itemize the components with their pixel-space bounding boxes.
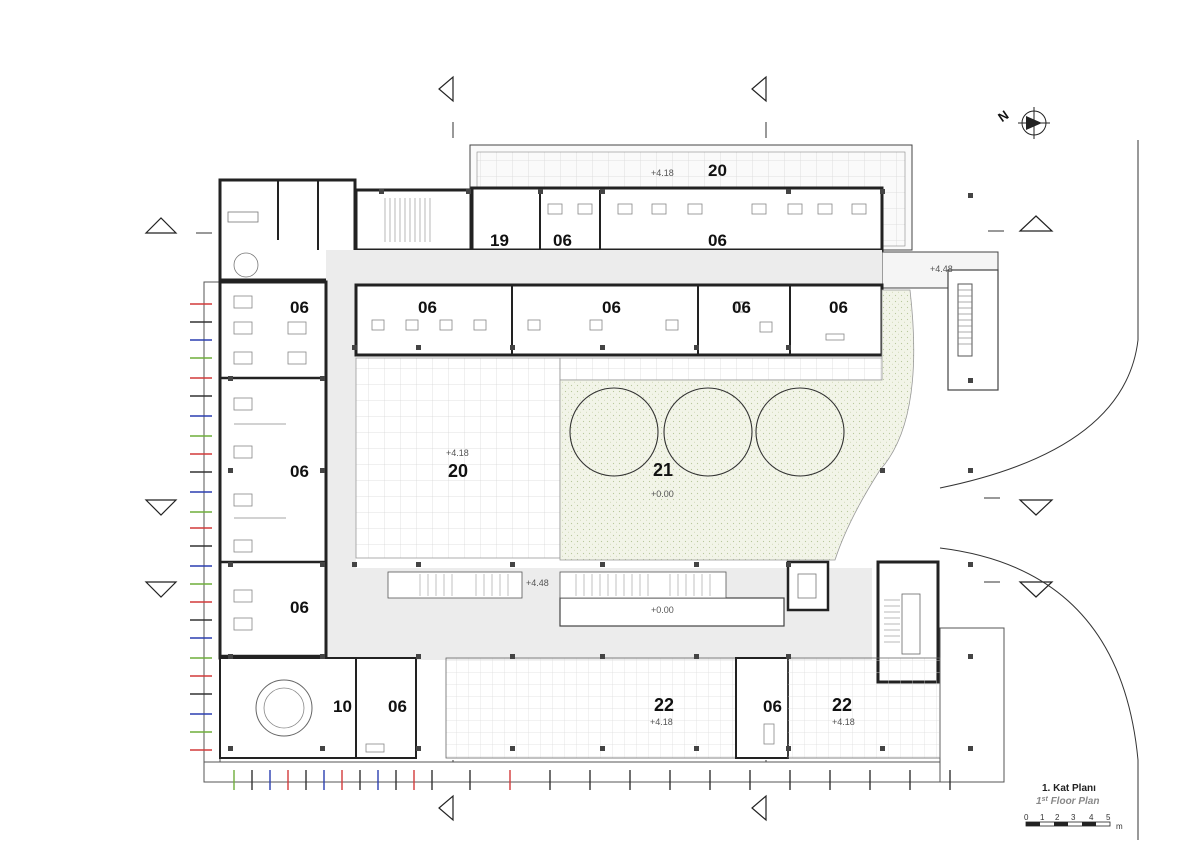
room-label-office: 06 — [829, 298, 848, 317]
level-label: +4.18 — [650, 717, 673, 727]
service-core — [218, 178, 473, 282]
room-label-terrace-north: 20 — [708, 161, 727, 180]
north-label: N — [995, 107, 1011, 125]
room-label-office: 06 — [388, 697, 407, 716]
room-label-office: 06 — [290, 298, 309, 317]
plan-title: 1. Kat Planı — [1042, 783, 1096, 794]
room-label-19: 19 — [490, 231, 509, 250]
garden — [559, 289, 915, 561]
site-boundary — [939, 140, 1139, 840]
level-label: +0.00 — [651, 489, 674, 499]
scale-tick: 1 — [1040, 813, 1045, 822]
scale-tick: 3 — [1071, 813, 1076, 822]
scale-tick: 2 — [1055, 813, 1060, 822]
facade-ticks-west — [190, 303, 212, 751]
scale-bar: 0 1 2 3 4 5 m — [1024, 813, 1123, 831]
title-block: 1. Kat Planı 1st Floor Plan — [1036, 783, 1099, 807]
north-arrow-icon: N — [995, 107, 1050, 139]
room-label-hall: 22 — [654, 695, 674, 715]
room-label-office: 06 — [418, 298, 437, 317]
level-label: +0.00 — [651, 605, 674, 615]
room-label-office: 06 — [732, 298, 751, 317]
scale-tick: 5 — [1106, 813, 1111, 822]
middle-offices — [354, 283, 884, 357]
room-label-meeting: 10 — [333, 697, 352, 716]
level-label: +4.48 — [930, 264, 953, 274]
room-label-office: 06 — [290, 462, 309, 481]
level-label: +4.18 — [446, 448, 469, 458]
scale-unit: m — [1116, 822, 1123, 831]
columns — [228, 189, 973, 751]
room-label-garden: 21 — [653, 460, 673, 480]
scale-tick: 4 — [1089, 813, 1094, 822]
facade-frame — [203, 281, 1005, 783]
room-label-office: 06 — [602, 298, 621, 317]
room-label-hall: 22 — [832, 695, 852, 715]
facade-ticks-south — [233, 770, 951, 790]
level-label: +4.48 — [526, 578, 549, 588]
west-offices — [218, 280, 328, 660]
plan-subtitle: 1st Floor Plan — [1036, 796, 1099, 808]
room-label-office: 06 — [553, 231, 572, 250]
north-offices — [470, 186, 884, 252]
east-stair — [881, 251, 999, 391]
level-label: +4.18 — [832, 717, 855, 727]
room-label-office: 06 — [290, 598, 309, 617]
room-label-office: 06 — [708, 231, 727, 250]
south-stairs — [387, 560, 830, 627]
level-label: +4.18 — [651, 168, 674, 178]
south-rooms — [219, 657, 941, 759]
scale-tick: 0 — [1024, 813, 1029, 822]
room-labels: 20 19 06 06 06 06 06 06 06 06 06 20 21 1… — [290, 161, 852, 716]
room-label-office: 06 — [763, 697, 782, 716]
level-annotations: +4.18 +4.48 +4.18 +0.00 +4.48 +0.00 +4.1… — [446, 168, 953, 727]
room-label-courtyard: 20 — [448, 461, 468, 481]
courtyard-terrace — [355, 357, 883, 559]
